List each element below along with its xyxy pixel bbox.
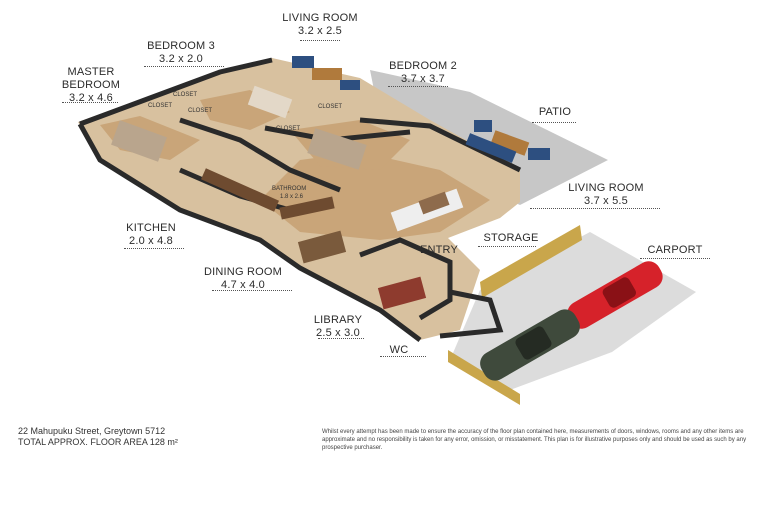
address: 22 Mahupuku Street, Greytown 5712 [18,426,166,436]
kitchen-counter-2 [279,196,335,220]
room-name: STORAGE [483,232,539,244]
room-dims: 3.7 x 3.7 [401,73,445,85]
disclaimer: Whilst every attempt has been made to en… [322,429,747,451]
property-address-block: 22 Mahupuku Street, Greytown 5712 TOTAL … [18,426,178,448]
fence [480,225,582,298]
fence-front [448,350,520,405]
green-car [480,309,580,381]
kitchen-counter [201,168,279,212]
closet-label-3: CLOSET [188,108,213,114]
closet-label-1: CLOSET [148,103,173,109]
leader-living-room-right [530,208,660,209]
room-dims: 3.2 x 2.0 [159,53,203,65]
label-patio: PATIO [530,106,580,119]
label-carport: CARPORT [640,244,710,257]
label-living-room-top: LIVING ROOM 3.2 x 2.5 [274,12,366,38]
leader-wc [380,356,426,357]
room-dims: 3.2 x 2.5 [298,25,342,37]
library-rug [377,276,427,310]
room-dims: 3.2 x 4.6 [69,92,113,104]
label-bedroom-2: BEDROOM 2 3.7 x 3.7 [380,60,466,86]
closet-label-2: CLOSET [173,92,198,98]
label-dining-room: DINING ROOM 4.7 x 4.0 [196,266,290,292]
leader-master [62,102,118,103]
patio-area [370,70,608,205]
room-name: LIBRARY [313,314,363,326]
room-dims: 3.7 x 5.5 [584,195,628,207]
leader-kitchen [124,248,184,249]
room-name: DINING ROOM [204,266,282,278]
bathroom-label: BATHROOM [272,186,307,192]
patio-chair-2 [528,148,550,160]
leader-patio [532,122,576,123]
label-living-room-right: LIVING ROOM 3.7 x 5.5 [558,182,654,208]
room-name: PATIO [538,106,572,118]
top-table [312,68,342,80]
room-name: LIVING ROOM [568,182,644,194]
patio-lounger-1 [465,133,517,163]
room-name-line1: MASTER [67,66,115,78]
room-dims: 4.7 x 4.0 [221,279,265,291]
label-kitchen: KITCHEN 2.0 x 4.8 [116,222,186,248]
top-chair [292,56,314,68]
label-library: LIBRARY 2.5 x 3.0 [306,314,370,340]
room-name: CARPORT [647,244,703,256]
room-name: ENTRY [419,244,459,256]
leader-bedroom-2 [388,86,448,87]
bedroom2-bed [307,128,367,170]
sofa-top [247,85,293,119]
closet-label-5: CLOSET [276,126,301,132]
label-bedroom-3: BEDROOM 3 3.2 x 2.0 [138,40,224,66]
patio-chair [474,120,492,132]
leader-library [318,338,364,339]
leader-storage [478,246,536,247]
label-storage: STORAGE [478,232,544,245]
room-name: WC [389,344,409,356]
leader-living-room-top [300,40,340,41]
room-dims: 2.0 x 4.8 [129,235,173,247]
master-bed [111,120,167,162]
room-dims: 2.5 x 3.0 [316,327,360,339]
label-entry: ENTRY [414,244,464,257]
leader-bedroom-3 [144,66,224,67]
label-wc: WC [382,344,416,357]
leader-dining [212,290,292,291]
top-chair-2 [340,80,360,90]
room-name: BEDROOM 2 [389,60,457,72]
room-name: KITCHEN [126,222,176,234]
closet-label-4: CLOSET [318,104,343,110]
floor-area: TOTAL APPROX. FLOOR AREA 128 m² [18,437,178,447]
patio-table [490,130,530,156]
room-name: BEDROOM 3 [147,40,215,52]
red-car [567,261,663,329]
label-master-bedroom: MASTER BEDROOM 3.2 x 4.6 [56,66,126,105]
room-name: LIVING ROOM [282,12,358,24]
living-table [418,191,450,215]
room-name-line2: BEDROOM [61,79,121,91]
dining-table [297,230,347,264]
leader-carport [640,258,710,259]
bathroom-dims: 1.8 x 2.6 [280,194,304,200]
